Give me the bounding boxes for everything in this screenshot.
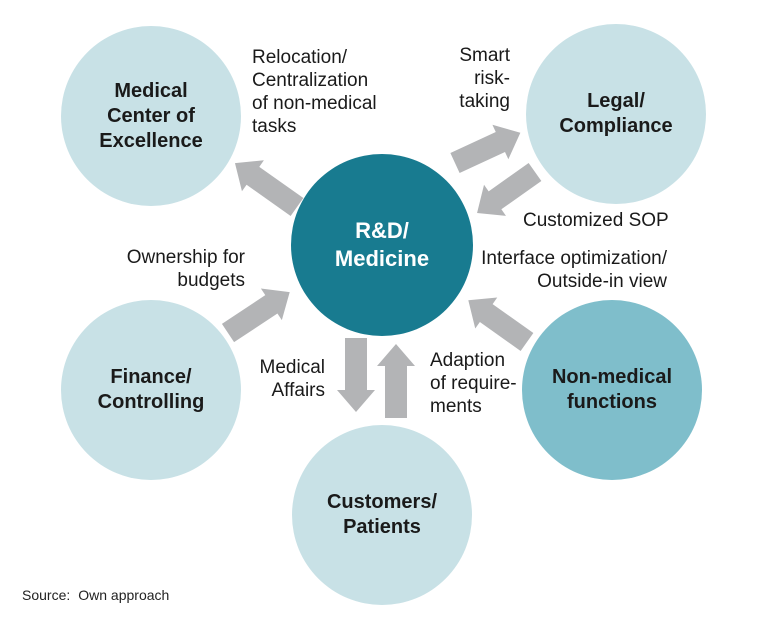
- node-non-medical-functions: Non-medical functions: [522, 300, 702, 480]
- source-text: Own approach: [78, 587, 170, 603]
- arrow-customers-to-center: [377, 344, 415, 418]
- node-label: Medical Center of Excellence: [99, 79, 202, 154]
- node-label: R&D/ Medicine: [335, 217, 429, 273]
- node-label: Finance/ Controlling: [98, 365, 205, 415]
- node-legal-compliance: Legal/ Compliance: [526, 24, 706, 204]
- node-customers-patients: Customers/ Patients: [292, 425, 472, 605]
- label-line: Interface optimization/: [481, 248, 667, 269]
- label-medical-affairs: Medical Affairs: [260, 356, 325, 402]
- node-finance-controlling: Finance/ Controlling: [61, 300, 241, 480]
- label-line: Affairs: [271, 380, 325, 401]
- label-line: of require-: [430, 373, 517, 394]
- arrow-nonmedical-to-center: [468, 297, 534, 351]
- node-label-line: Excellence: [99, 129, 203, 152]
- label-line: Relocation/: [252, 47, 348, 68]
- node-label-line: Controlling: [97, 391, 205, 413]
- label-line: Medical: [259, 357, 325, 378]
- node-label-line: Customers/: [326, 491, 438, 513]
- node-label: Non-medical functions: [552, 365, 672, 415]
- node-label: Legal/ Compliance: [559, 89, 672, 139]
- node-label-line: Finance/: [110, 366, 192, 388]
- node-label-line: Center of: [107, 104, 195, 127]
- label-ownership-for-budgets: Ownership for budgets: [127, 246, 245, 292]
- label-line: Ownership for: [126, 247, 245, 268]
- node-label-line: Compliance: [559, 115, 673, 137]
- arrow-center-to-legal: [450, 124, 521, 173]
- node-label-line: Medical: [114, 79, 188, 102]
- label-line: risk-: [474, 68, 510, 89]
- label-line: Adaption: [430, 350, 506, 371]
- label-line: tasks: [252, 116, 297, 137]
- node-label: Customers/ Patients: [327, 490, 437, 540]
- node-medical-center-of-excellence: Medical Center of Excellence: [61, 26, 241, 206]
- label-line: budgets: [177, 270, 245, 291]
- node-label-line: Legal/: [587, 90, 645, 112]
- label-relocation-centralization: Relocation/ Centralization of non-medica…: [252, 46, 377, 138]
- label-line: Centralization: [252, 70, 369, 91]
- node-label-line: functions: [567, 391, 657, 413]
- arrow-center-to-medical-coe: [234, 160, 304, 216]
- label-line: Smart: [459, 45, 510, 66]
- source-note: Source: Own approach: [22, 587, 169, 603]
- label-adaption-of-requirements: Adaption of require- ments: [430, 349, 517, 418]
- arrow-center-to-customers: [337, 338, 375, 412]
- node-rd-medicine-center: R&D/ Medicine: [291, 154, 473, 336]
- label-smart-risk-taking: Smart risk- taking: [459, 44, 510, 113]
- label-line: of non-medical: [252, 93, 377, 114]
- node-label-line: Patients: [343, 516, 421, 538]
- source-label: Source:: [22, 587, 71, 603]
- label-interface-optimization: Interface optimization/ Outside-in view: [481, 247, 667, 293]
- node-label-line: Medicine: [334, 246, 430, 271]
- label-line: taking: [459, 91, 510, 112]
- node-label-line: Non-medical: [551, 366, 673, 388]
- label-line: Outside-in view: [537, 271, 667, 292]
- label-line: ments: [430, 396, 482, 417]
- label-line: Customized SOP: [523, 210, 669, 231]
- node-label-line: R&D/: [355, 218, 409, 243]
- label-customized-sop: Customized SOP: [523, 209, 669, 232]
